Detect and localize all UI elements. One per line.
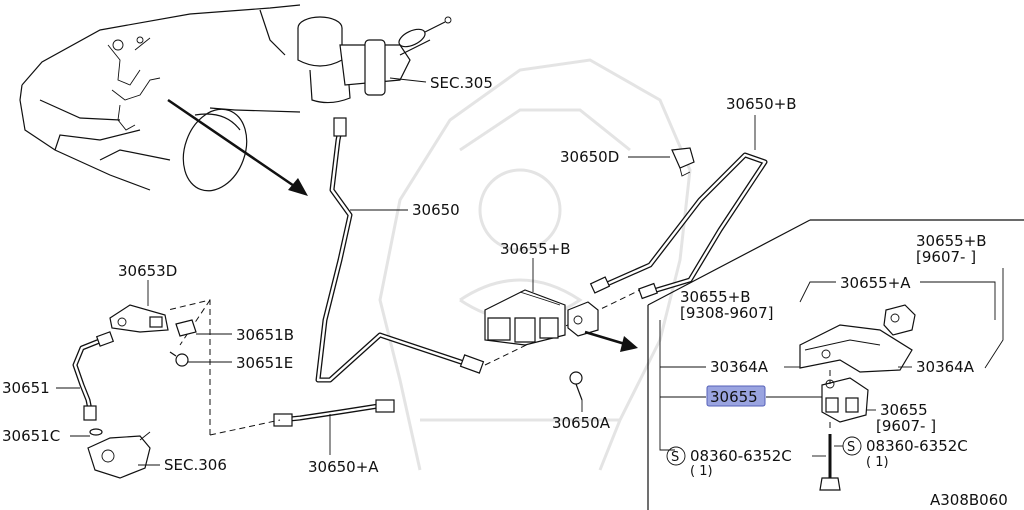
leader-30655a: [920, 281, 996, 320]
bolt-08360-6352c: [819, 434, 841, 491]
label-sec306: SEC.306: [164, 456, 227, 474]
label-30651e: 30651E: [236, 354, 293, 372]
pointer-arrow-detail: [584, 330, 638, 352]
label-30650b: 30650+B: [726, 95, 797, 113]
clutch-tube-30650b: [589, 152, 768, 300]
bolt-30650a: [569, 371, 583, 401]
clutch-slave-cylinder: [87, 431, 151, 479]
callout-bolt-left: S 08360-6352C ( 1): [666, 446, 826, 479]
spec-mark-right: S: [847, 440, 855, 455]
detail-bracket-line: [659, 320, 675, 451]
bracket-30364a: [799, 324, 913, 373]
label-30653d: 30653D: [118, 262, 177, 280]
label-30650a: 30650A: [552, 414, 611, 432]
part-highlight-30655: [706, 385, 766, 407]
label-r30364a: 30364A: [916, 358, 975, 376]
clutch-master-cylinder: [297, 16, 452, 104]
clutch-damper-assembly-30655b: [484, 289, 599, 346]
label-r30655b-range: [9607- ]: [916, 248, 976, 266]
bolt-30651e: [169, 351, 189, 367]
label-bolt-left-qty: ( 1): [690, 464, 713, 479]
label-l30364a: 30364A: [710, 358, 769, 376]
label-30651c: 30651C: [2, 427, 60, 445]
label-bolt-right-qty: ( 1): [866, 455, 889, 470]
label-l30655b: 30655+B: [680, 288, 751, 306]
clip-30651b: [175, 319, 197, 337]
leader-l30655b: [799, 281, 836, 303]
damper-30655a: [883, 304, 916, 336]
detail-panel-frame: [647, 219, 1024, 510]
leader-r30655b: [984, 268, 1004, 369]
pointer-arrow-car: [167, 98, 308, 196]
label-r30655b: 30655+B: [916, 232, 987, 250]
label-30655a: 30655+A: [840, 274, 911, 292]
label-bolt-right: 08360-6352C: [866, 437, 968, 455]
callout-bolt-right: S 08360-6352C ( 1): [834, 436, 968, 470]
label-30651b: 30651B: [236, 326, 294, 344]
damper-30655: [821, 377, 869, 423]
label-r30655: 30655: [880, 401, 928, 419]
label-30650: 30650: [412, 201, 460, 219]
car-body-illustration: [19, 4, 301, 192]
washer-30651c: [89, 428, 103, 436]
label-r30655-range: [9607- ]: [876, 417, 936, 435]
label-30651: 30651: [2, 379, 50, 397]
clip-30650d: [671, 147, 695, 177]
label-30650a-plus: 30650+A: [308, 458, 379, 476]
clutch-tube-30650a-plus: [273, 399, 395, 427]
spec-mark-left: S: [671, 450, 679, 465]
diagram-code: A308B060: [930, 491, 1008, 509]
bracket-30653d: [109, 304, 169, 333]
label-sec305: SEC.305: [430, 74, 493, 92]
label-bolt-left: 08360-6352C: [690, 447, 792, 465]
label-l30655b-range: [9308-9607]: [680, 304, 773, 322]
dashed-route-d: [484, 289, 641, 366]
label-30655[interactable]: 30655: [710, 388, 758, 406]
clutch-hose-30651: [72, 331, 115, 421]
label-30650d: 30650D: [560, 148, 619, 166]
label-30655b: 30655+B: [500, 240, 571, 258]
clutch-tube-30650: [315, 117, 485, 383]
dashed-route-a: [209, 419, 281, 436]
dashed-route-c: [179, 299, 211, 346]
watermark-emblem: [378, 58, 692, 471]
